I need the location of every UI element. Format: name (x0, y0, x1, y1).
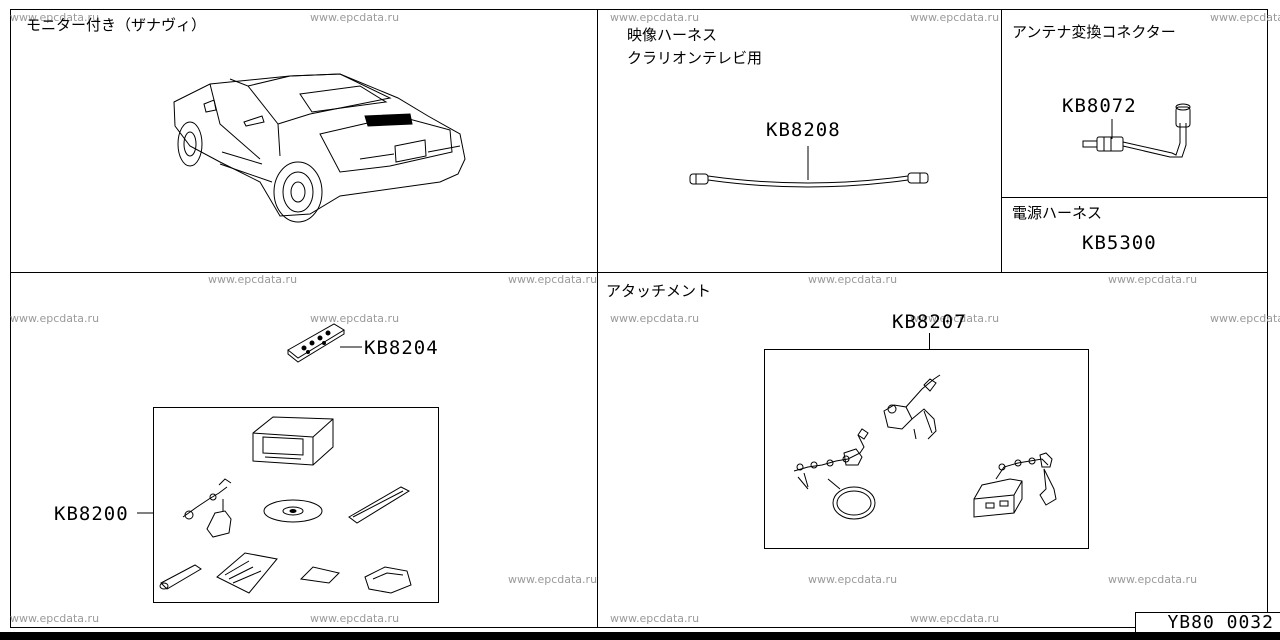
watermark: www.epcdata.ru (10, 11, 100, 24)
kb8207-leader-line (929, 333, 930, 349)
part-number-kb8204: KB8204 (364, 337, 439, 359)
watermark: www.epcdata.ru (1108, 273, 1198, 286)
power-harness-title: 電源ハーネス (1012, 204, 1103, 222)
part-number-kb8072: KB8072 (1062, 95, 1137, 117)
part-number-kb5300: KB5300 (1082, 232, 1157, 254)
watermark: www.epcdata.ru (1210, 11, 1280, 24)
kit-contents-illustration (137, 416, 412, 594)
antenna-connector-title: アンテナ変換コネクター (1012, 23, 1176, 41)
part-number-kb8200: KB8200 (54, 503, 129, 525)
monitor-panel-title: モニター付き（ザナヴィ） (26, 16, 207, 34)
watermark: www.epcdata.ru (310, 612, 400, 625)
attachment-panel-title: アタッチメント (606, 282, 712, 300)
video-harness-subtitle: クラリオンテレビ用 (627, 49, 763, 67)
antenna-power-divider (1001, 197, 1268, 198)
bottom-border (0, 632, 1280, 640)
watermark: www.epcdata.ru (508, 273, 598, 286)
watermark: www.epcdata.ru (508, 573, 598, 586)
part-number-kb8208: KB8208 (766, 119, 841, 141)
video-harness-illustration (689, 146, 929, 188)
row-divider (10, 272, 1268, 273)
watermark: www.epcdata.ru (910, 312, 1000, 325)
watermark: www.epcdata.ru (10, 312, 100, 325)
column-divider-1 (597, 9, 598, 628)
antenna-connector-illustration (1082, 103, 1191, 158)
column-divider-2 (1001, 9, 1002, 273)
watermark: www.epcdata.ru (610, 612, 700, 625)
video-harness-title: 映像ハーネス (627, 26, 718, 44)
watermark: www.epcdata.ru (310, 11, 400, 24)
watermark: www.epcdata.ru (610, 312, 700, 325)
watermark: www.epcdata.ru (1210, 312, 1280, 325)
car-illustration (173, 73, 466, 223)
watermark: www.epcdata.ru (808, 273, 898, 286)
watermark: www.epcdata.ru (10, 612, 100, 625)
watermark: www.epcdata.ru (910, 11, 1000, 24)
kit-contents-box (153, 407, 439, 603)
attachment-contents-illustration (793, 374, 1057, 520)
remote-control-illustration (287, 323, 362, 363)
watermark: www.epcdata.ru (910, 612, 1000, 625)
watermark: www.epcdata.ru (1108, 573, 1198, 586)
watermark: www.epcdata.ru (808, 573, 898, 586)
diagram-code: YB80 0032 (1167, 612, 1274, 633)
watermark: www.epcdata.ru (310, 312, 400, 325)
watermark: www.epcdata.ru (610, 11, 700, 24)
attachment-contents-box (764, 349, 1089, 549)
part-number-kb8207: KB8207 (892, 311, 967, 333)
diagram-frame (10, 9, 1268, 628)
diagram-code-box: YB80 0032 (1135, 612, 1280, 633)
watermark: www.epcdata.ru (208, 273, 298, 286)
